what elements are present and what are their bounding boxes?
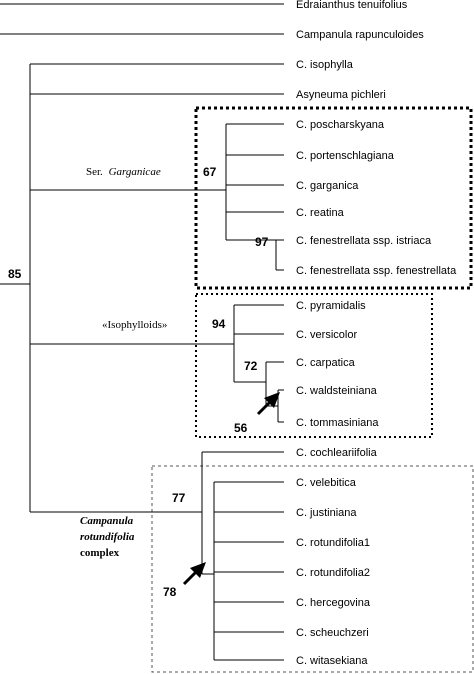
taxon-label: C. waldsteiniana xyxy=(296,385,378,397)
taxon-label: C. justiniana xyxy=(296,507,357,519)
taxon-label: C. rotundifolia2 xyxy=(296,567,370,579)
support-value-rotundifolia-inner: 78 xyxy=(163,585,177,599)
taxon-label: C. hercegovina xyxy=(296,597,371,609)
isophylloids-box xyxy=(195,293,433,438)
taxon-label: C. poscharskyana xyxy=(296,119,385,131)
support-value-carpatica: 72 xyxy=(244,359,258,373)
taxon-label: C. isophylla xyxy=(296,59,354,71)
taxon-label: Asyneuma pichleri xyxy=(296,89,386,101)
group-label-rotundifolia-line3: complex xyxy=(80,547,120,559)
support-value-rotundifolia-top: 77 xyxy=(172,491,186,505)
taxon-label: C. fenestrellata ssp. istriaca xyxy=(296,235,432,247)
garganicae-box xyxy=(194,106,473,290)
taxon-label: C. rotundifolia1 xyxy=(296,537,370,549)
garganicae-name: Garganicae xyxy=(109,166,161,178)
taxon-label: C. versicolor xyxy=(296,329,357,341)
taxon-label: C. garganica xyxy=(296,180,359,192)
taxon-label: C. witasekiana xyxy=(296,655,368,667)
rotundifolia-box xyxy=(151,465,474,673)
taxon-label: C. fenestrellata ssp. fenestrellata xyxy=(296,265,457,277)
taxon-label: Campanula rapunculoides xyxy=(296,29,424,41)
taxon-label: C. scheuchzeri xyxy=(296,627,369,639)
taxon-label: C. pyramidalis xyxy=(296,300,366,312)
group-label-rotundifolia-line2: rotundifolia xyxy=(80,531,135,543)
taxon-label: C. carpatica xyxy=(296,357,356,369)
taxon-label: C. tommasiniana xyxy=(296,417,379,429)
support-value-root: 85 xyxy=(8,267,22,281)
group-label-rotundifolia-line1: Campanula xyxy=(80,515,134,527)
taxon-label: C. reatina xyxy=(296,207,345,219)
support-value-isophylloids: 94 xyxy=(212,317,226,331)
support-value-garganicae: 67 xyxy=(203,165,217,179)
support-value-fenestrellata: 97 xyxy=(255,235,269,249)
group-label-garganicae: Ser. Garganicae xyxy=(86,166,161,178)
arrow-waldsteiniana xyxy=(256,392,280,416)
taxon-label: C. portenschlagiana xyxy=(296,150,395,162)
taxon-label: C. velebitica xyxy=(296,477,357,489)
group-label-isophylloids: «Isophylloids» xyxy=(102,319,167,331)
arrow-rotundifolia xyxy=(182,562,206,586)
taxon-label: C. cochleariifolia xyxy=(296,447,378,459)
garganicae-prefix: Ser. xyxy=(86,166,103,178)
taxon-label: Edraianthus tenuifolius xyxy=(296,0,408,11)
support-value-waldsteiniana: 56 xyxy=(234,421,248,435)
